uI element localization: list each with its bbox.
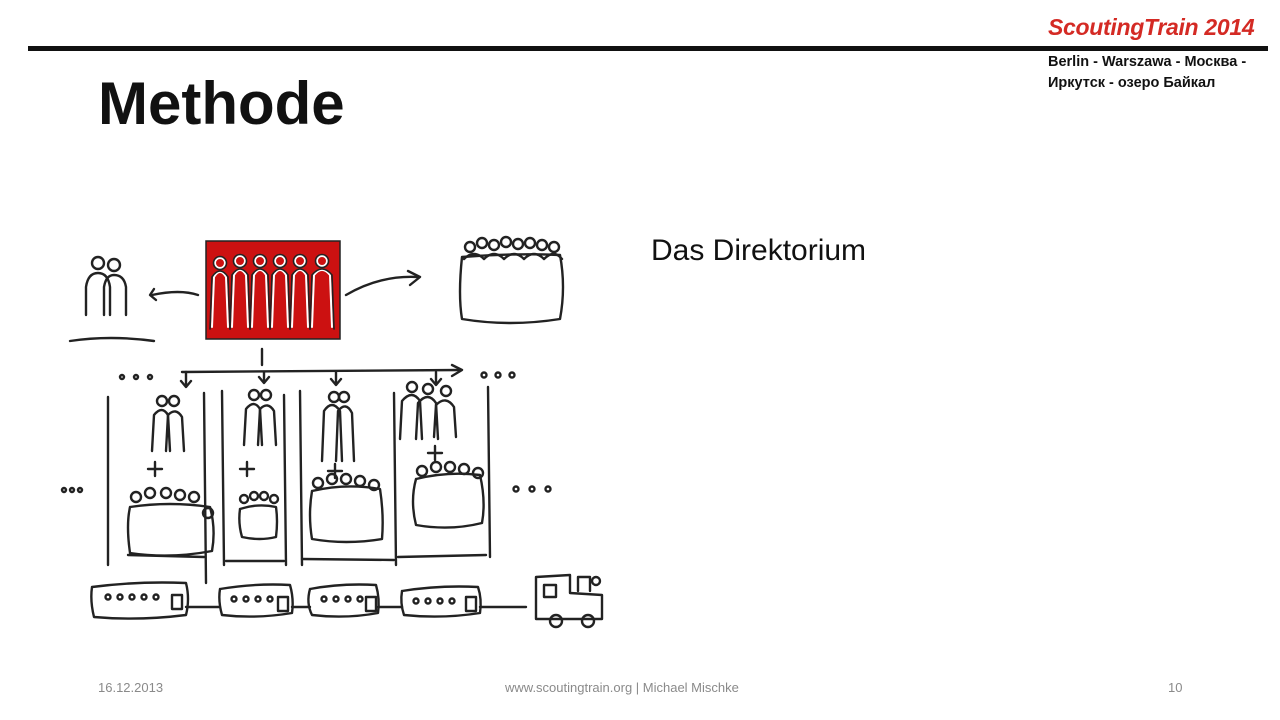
footer-website: www.scoutingtrain.org | Michael Mischke (505, 680, 739, 695)
directorium-sketch (60, 235, 604, 629)
content-heading: Das Direktorium (651, 234, 867, 267)
logo-subtitle-line1: Berlin - Warszawa - Москва - (1048, 54, 1247, 70)
train-sketch (90, 573, 604, 629)
distribution-bar (180, 368, 462, 374)
footer-page-number: 10 (1168, 680, 1183, 695)
group-blob-top (458, 235, 565, 325)
header-rule (28, 46, 1268, 51)
page-title: Methode (98, 70, 345, 137)
arrow-right (344, 275, 420, 297)
pair-figure-left (68, 255, 156, 343)
logo-title: ScoutingTrain 2014 (1048, 14, 1255, 40)
logo-subtitle-line2: Иркутск - озеро Байкал (1048, 75, 1216, 91)
footer-date: 16.12.2013 (98, 680, 164, 695)
arrow-left (150, 290, 200, 297)
direktorium-board (205, 240, 341, 340)
